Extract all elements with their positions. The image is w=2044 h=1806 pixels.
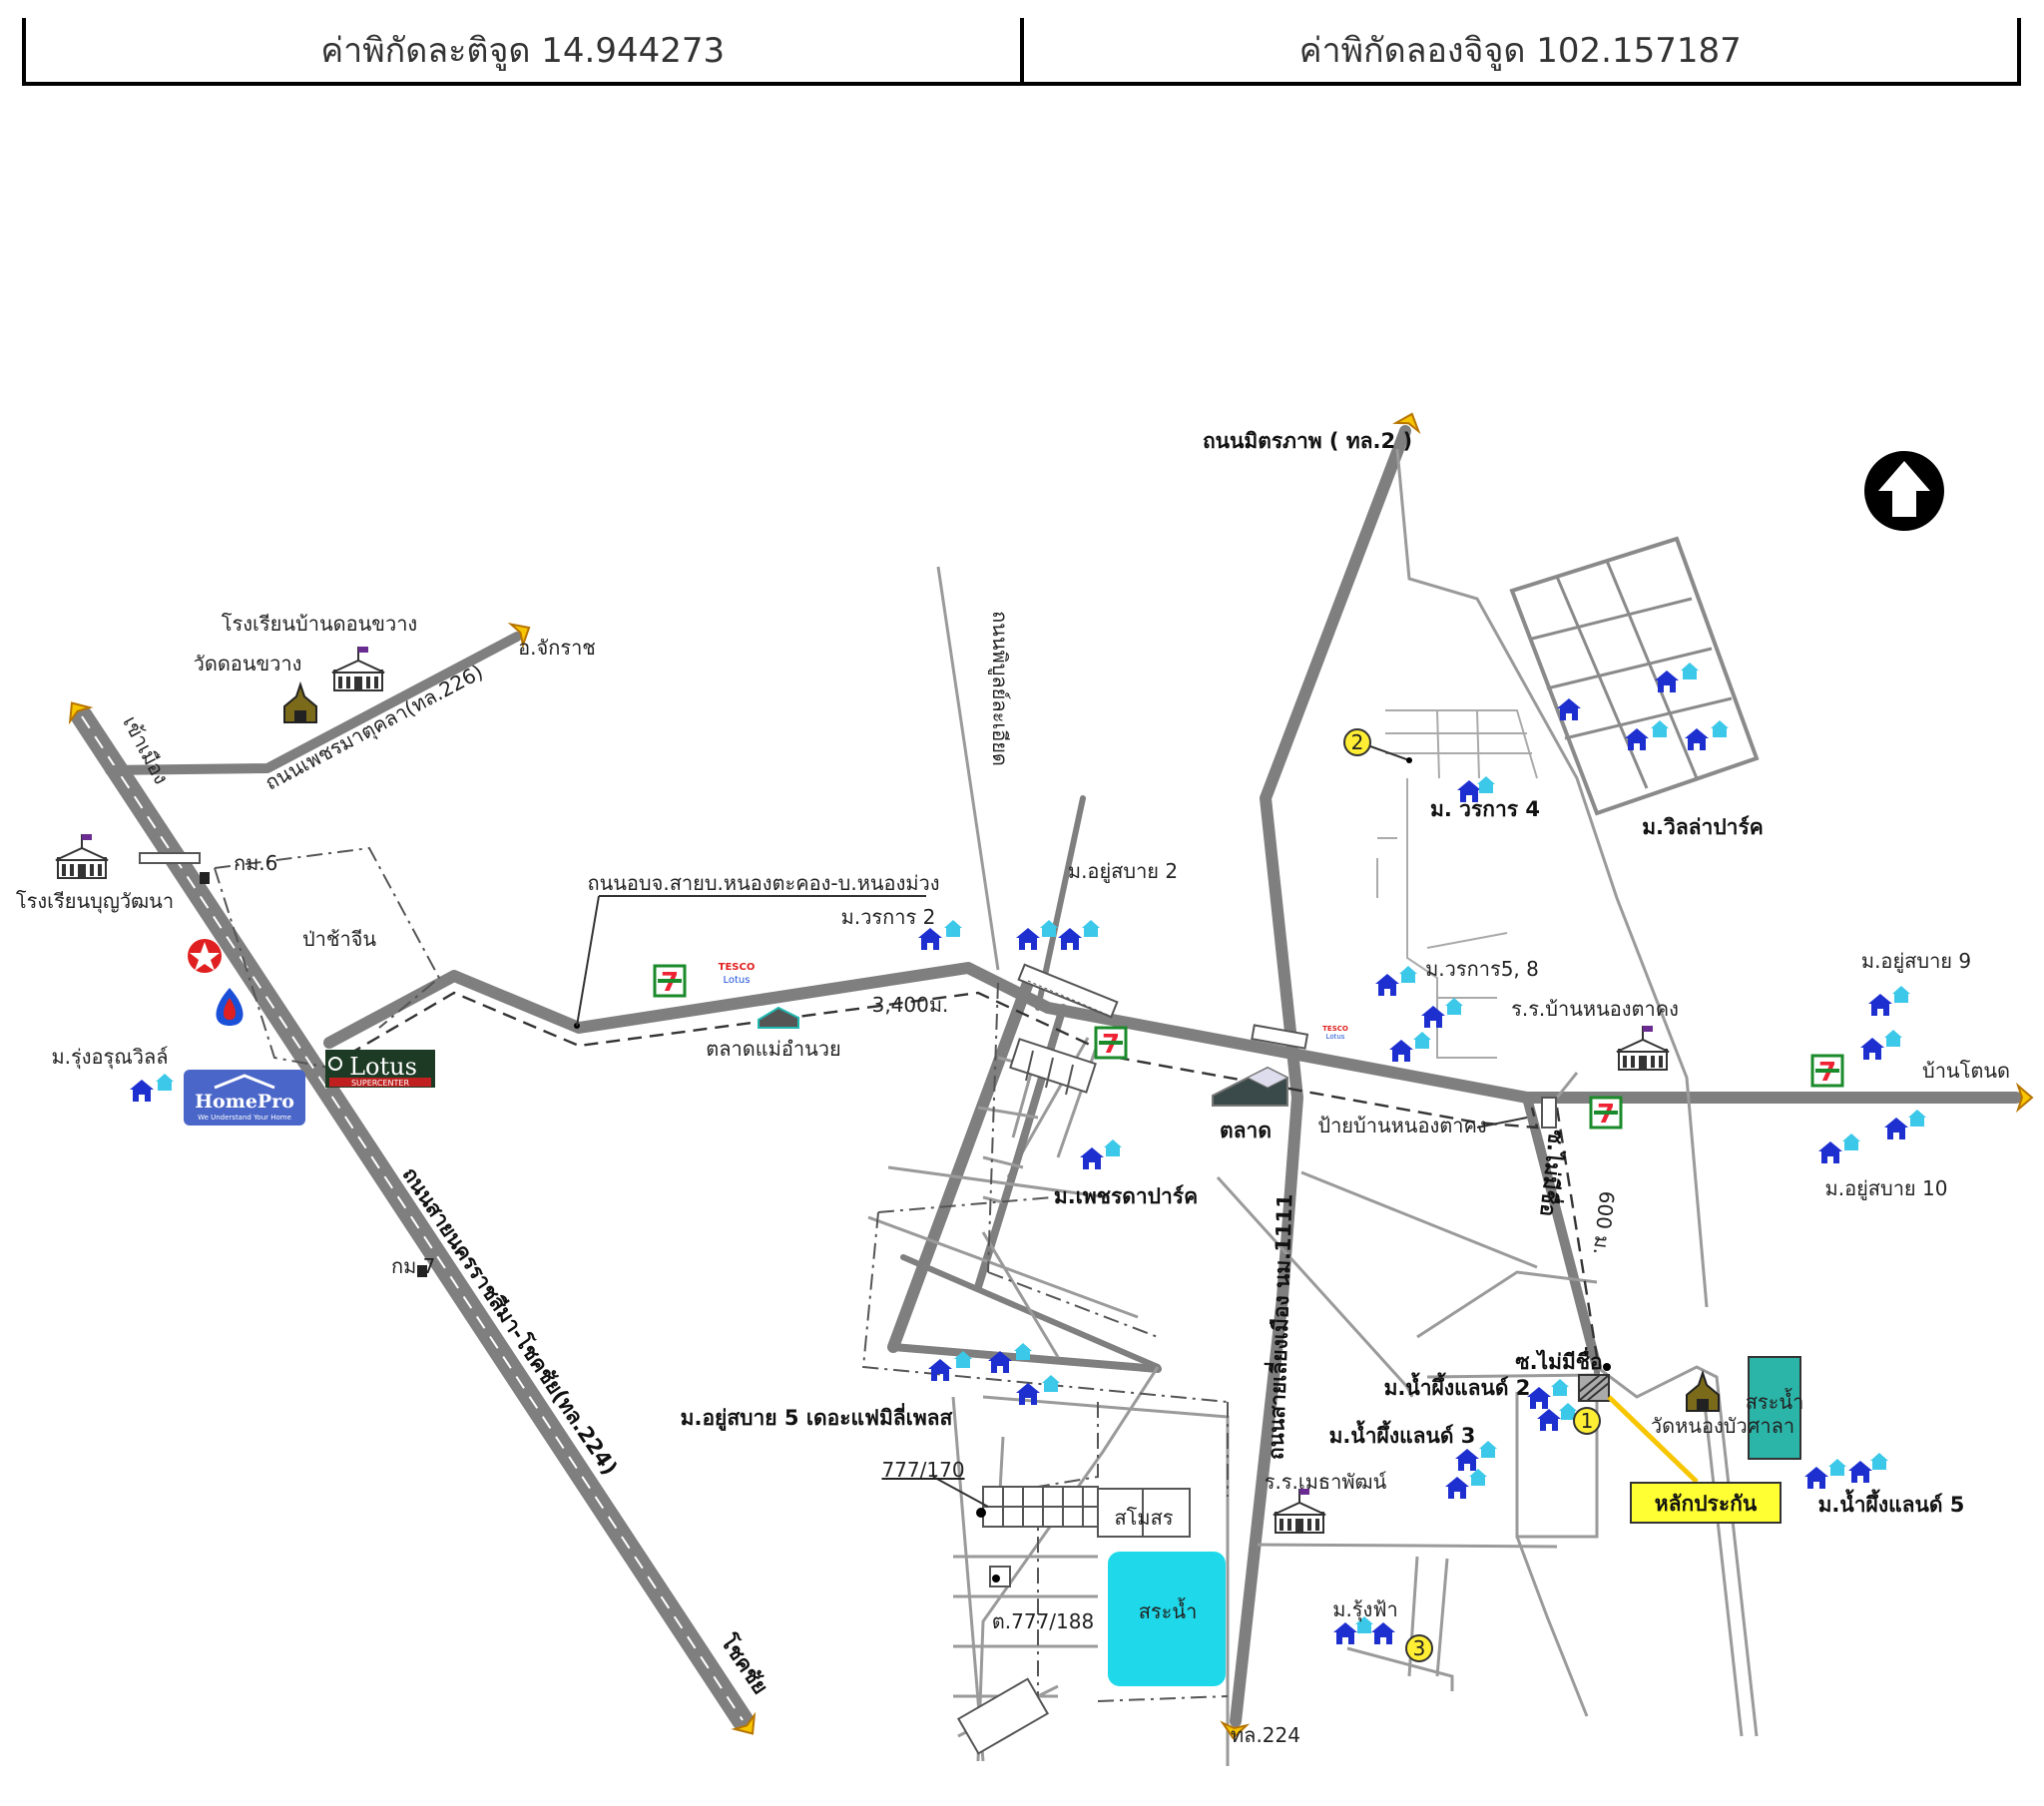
road-mittraphap-bypass xyxy=(1230,425,1411,1727)
villapark-label: ม.วิลล่าปาร์ค xyxy=(1642,815,1764,839)
pond-label: สระน้ำ xyxy=(1139,1597,1198,1623)
address-777-170-label: 777/170 xyxy=(881,1458,964,1482)
namphueng2-label: ม.น้ำผึ้งแลนด์ 2 xyxy=(1384,1372,1531,1400)
svg-text:We Understand Your Home: We Understand Your Home xyxy=(198,1114,291,1122)
pond-small-label: สระน้ำ xyxy=(1746,1388,1804,1414)
road-saiboeng-label: ถนนสายเลี่ยงเมือง นม.1111 xyxy=(1260,1193,1296,1461)
wat-nongbua-label: วัดหนองบัวศาลา xyxy=(1651,1414,1794,1438)
school-icon xyxy=(1616,1025,1670,1071)
worakarn58-label: ม.วรการ5, 8 xyxy=(1425,957,1539,981)
club-label: สโมสร xyxy=(1114,1506,1173,1530)
namphueng3-label: ม.น้ำผึ้งแลนด์ 3 xyxy=(1329,1420,1476,1448)
rungfa-label: ม.รุ้งฟ้า xyxy=(1332,1597,1397,1622)
rungaroon-label: ม.รุ่งอรุณวิลล์ xyxy=(51,1045,168,1070)
main-highway-224 xyxy=(71,705,754,1731)
tesco-lotus-logo-small: TESCO Lotus xyxy=(1322,1025,1348,1041)
km-marker-icon xyxy=(200,872,210,884)
km6-label: กม.6 xyxy=(234,851,277,875)
road-orbjor-label: ถนนอบจ.สายบ.หนองตะคอง-บ.หนองม่วง xyxy=(587,871,939,895)
pa-chajin-label: ป่าช้าจีน xyxy=(302,927,376,951)
worakarn4-label: ม. วรการ 4 xyxy=(1430,797,1540,821)
svg-text:Lotus: Lotus xyxy=(349,1053,417,1081)
school-methaphat-label: ร.ร.เมธาพัฒน์ xyxy=(1265,1470,1387,1494)
svg-text:3: 3 xyxy=(1413,1636,1426,1660)
svg-text:Lotus: Lotus xyxy=(1326,1033,1345,1041)
tesco-lotus-logo: TESCO Lotus xyxy=(719,962,756,986)
svg-text:1: 1 xyxy=(1581,1409,1594,1433)
market-label: ตลาด xyxy=(1220,1119,1272,1142)
market-maeamnuay-label: ตลาดแม่อำนวย xyxy=(706,1037,840,1061)
svg-text:Lotus: Lotus xyxy=(724,975,751,986)
svg-text:หลักประกัน: หลักประกัน xyxy=(1655,1492,1758,1516)
yusabai9-label: ม.อยู่สบาย 9 xyxy=(1861,949,1971,974)
lotus-logo: Lotus SUPERCENTER xyxy=(325,1050,435,1088)
yusabai2-label: ม.อยู่สบาย 2 xyxy=(1068,859,1178,884)
temple-icon xyxy=(283,683,317,723)
tl224-label: ทล.224 xyxy=(1231,1723,1300,1747)
temple-icon xyxy=(1686,1372,1720,1412)
yusabai5-label: ม.อยู่สบาย 5 เดอะแฟมิลี่เพลส xyxy=(681,1402,953,1432)
svg-text:SUPERCENTER: SUPERCENTER xyxy=(351,1079,410,1088)
wat-donkhwang-label: วัดดอนขวาง xyxy=(194,652,302,676)
sign-callouts xyxy=(576,895,1528,1508)
school-icon xyxy=(331,646,385,691)
chakkarat-label: อ.จักราช xyxy=(518,636,596,660)
soi-nomname2-label: ซ.ไม่มีชื่อ xyxy=(1515,1346,1602,1374)
svg-text:TESCO: TESCO xyxy=(1322,1025,1348,1033)
road-korat-chokchai-label: ถนนสายนครราชสีมา-โชคชัย(ทล.224) xyxy=(397,1162,623,1480)
distance-600-label: 600 ม. xyxy=(1589,1190,1620,1256)
yusabai10-label: ม.อยู่สบาย 10 xyxy=(1825,1176,1948,1201)
km-marker-icon xyxy=(417,1265,427,1277)
market-icon xyxy=(1212,1066,1289,1107)
seven-eleven-icon xyxy=(653,964,687,1000)
phetdapark-label: ม.เพชรดาปาร์ค xyxy=(1054,1184,1198,1208)
factory-icon xyxy=(758,1006,799,1029)
ponds xyxy=(1108,1356,1801,1686)
km7-label: กม.7 xyxy=(391,1254,435,1278)
svg-text:2: 2 xyxy=(1351,730,1364,754)
school-nongtakhong-label: ร.ร.บ้านหนองตาคง xyxy=(1511,997,1679,1021)
ptt-icon xyxy=(216,988,244,1026)
north-arrow xyxy=(1864,451,1944,531)
road-phetmatu-226 xyxy=(105,632,522,775)
ban-ton-label: บ้านโตนด xyxy=(1922,1059,2010,1083)
coordinate-header: ค่าพิกัดละติจูด 14.944273 ค่าพิกัดลองจิจ… xyxy=(22,18,2021,86)
distance-3400-label: 3,400ม. xyxy=(872,993,949,1017)
longitude-label: ค่าพิกัดลองจิจูด 102.157187 xyxy=(1019,18,2018,82)
village-grid-worakarn xyxy=(1376,709,1538,1059)
homepro-logo: HomePro We Understand Your Home xyxy=(184,1070,305,1126)
school-bunwattana-label: โรงเรียนบุญวัฒนา xyxy=(16,889,174,914)
svg-text:HomePro: HomePro xyxy=(195,1091,294,1113)
seven-eleven-icon xyxy=(1810,1054,1844,1090)
latitude-label: ค่าพิกัดละติจูด 14.944273 xyxy=(320,31,726,71)
school-donkhwang-label: โรงเรียนบ้านดอนขวาง xyxy=(222,612,417,636)
lot-boxes xyxy=(956,1038,1191,1755)
collateral-site xyxy=(1578,1374,1699,1484)
worakarn2-label: ม.วรการ 2 xyxy=(841,905,936,929)
village-grid-villapark xyxy=(1509,536,1760,816)
sign-nongtakhong-label: ป้ายบ้านหนองตาคง xyxy=(1317,1114,1486,1137)
seven-eleven-icon xyxy=(1094,1026,1128,1062)
namphueng5-label: ม.น้ำผึ้งแลนด์ 5 xyxy=(1818,1489,1965,1517)
school-icon xyxy=(55,833,109,879)
school-icon xyxy=(1273,1488,1326,1534)
seven-eleven-icon xyxy=(1589,1096,1623,1131)
bridges xyxy=(139,852,1557,1129)
svg-text:TESCO: TESCO xyxy=(719,962,756,973)
minor-roads xyxy=(936,448,1759,1737)
road-mittraphap-label: ถนนมิตรภาพ ( ทล.2 ) xyxy=(1203,429,1412,453)
road-thaluangkhan-label: ถนนพิบูลย์ละเอียด xyxy=(987,611,1012,766)
markers: 2 1 3 xyxy=(574,728,1611,1662)
fuel-station-icon xyxy=(188,939,222,973)
route-dashed xyxy=(328,991,1599,1358)
callout-collateral: หลักประกัน xyxy=(1630,1482,1782,1524)
boundary-lines xyxy=(214,846,1229,1702)
address-777-188-label: ต.777/188 xyxy=(992,1609,1094,1633)
road-orbjor xyxy=(323,962,2022,1104)
